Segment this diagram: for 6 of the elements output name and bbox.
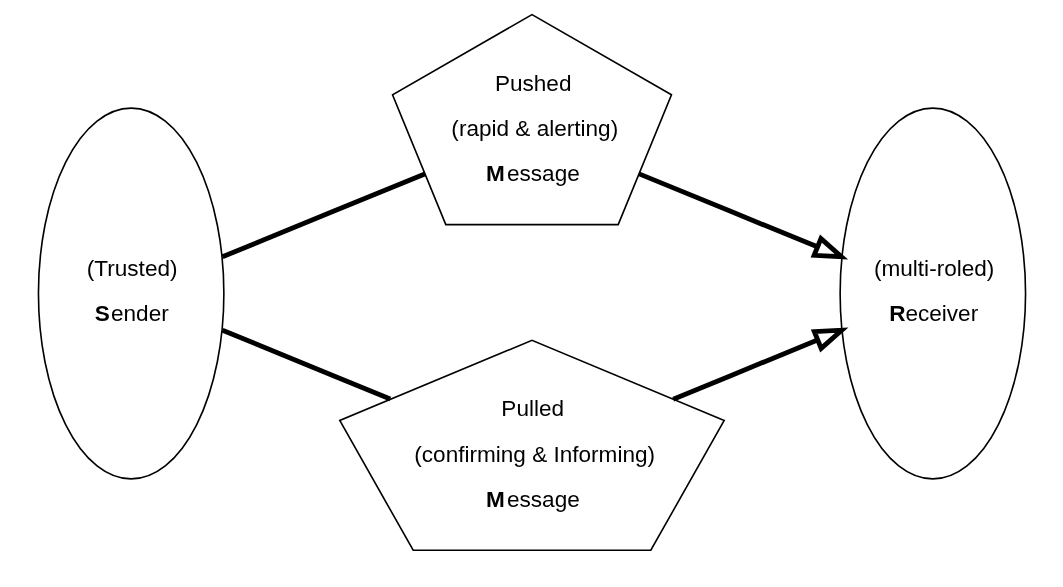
arrow [637,171,848,260]
node-ellipse: (Trusted) Sender [37,107,225,480]
connector [221,328,391,402]
arrow [671,327,848,402]
node-ellipse: (multi-roled) Receiver [838,107,1026,480]
connector [221,171,426,259]
